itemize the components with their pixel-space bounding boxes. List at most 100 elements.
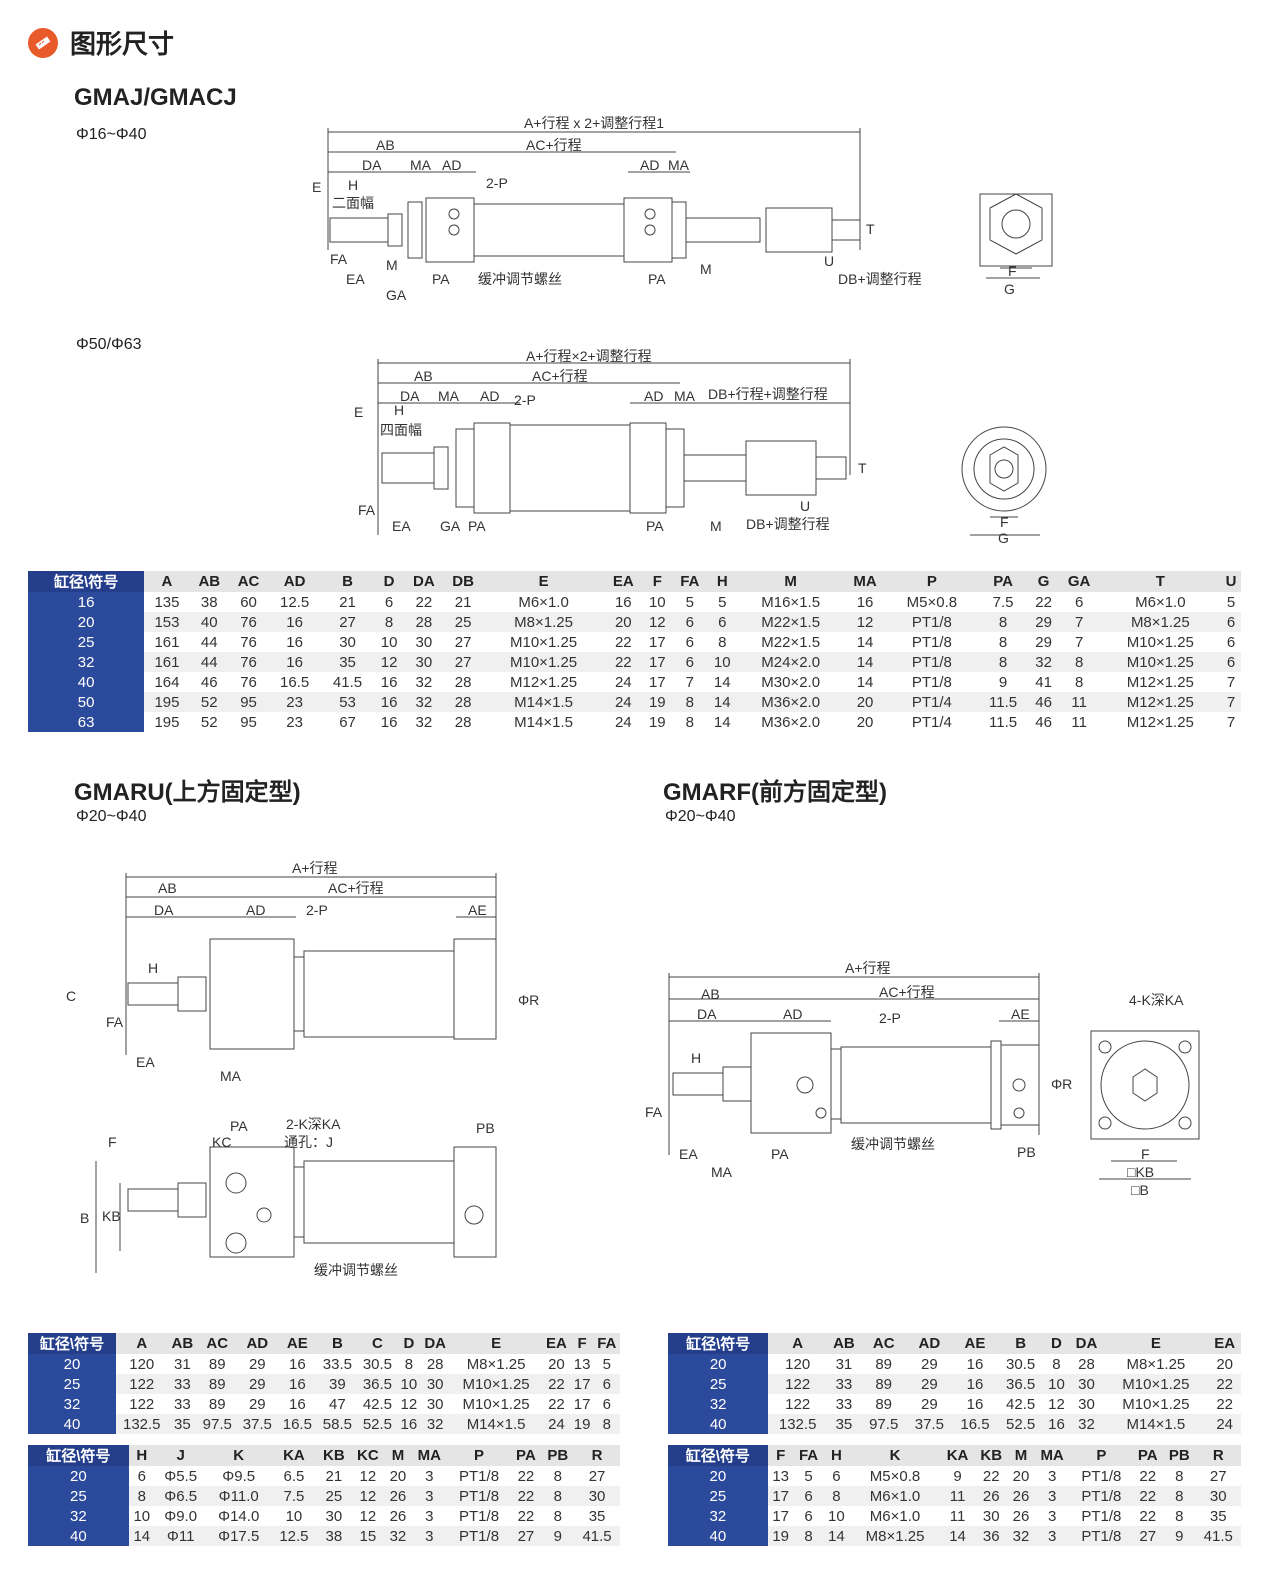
table-cell: M6×1.0	[1099, 592, 1222, 612]
table-cell: 46	[1028, 692, 1059, 712]
table-cell: 32	[404, 672, 444, 692]
table-cell: 9	[977, 672, 1029, 692]
table-cell: 23	[268, 692, 322, 712]
table-cell: 3	[1033, 1486, 1071, 1506]
table-cell: 20	[1008, 1466, 1034, 1486]
table-cell: Φ17.5	[206, 1526, 272, 1546]
bore-size-cell: 40	[668, 1414, 769, 1434]
table-cell: 32	[1008, 1526, 1034, 1546]
label-kb-3: KB	[102, 1208, 121, 1224]
table-cell: 161	[144, 652, 190, 672]
label-ad-2r: AD	[644, 388, 663, 404]
table-cell: 32	[404, 712, 444, 732]
table-cell: 10	[642, 592, 673, 612]
table-cell: 31	[827, 1354, 861, 1374]
table-cell: 35	[574, 1506, 620, 1526]
bore-size-cell: 63	[28, 712, 145, 732]
table-column-header: M	[384, 1445, 412, 1466]
table-cell: 12.5	[268, 592, 322, 612]
label-c-3: C	[66, 988, 76, 1004]
drawing-gmaj-large: A+行程×2+调整行程 AC+行程 AB DA MA AD 2-P AD MA …	[354, 348, 1047, 545]
table-cell: PT1/8	[447, 1526, 511, 1546]
table-cell: 16	[277, 1394, 318, 1414]
table-cell: 36.5	[357, 1374, 398, 1394]
table-cell: PT1/8	[447, 1486, 511, 1506]
table-cell: 30	[404, 632, 444, 652]
table-cell: PT1/8	[447, 1506, 511, 1526]
bore-size-cell: 20	[28, 1354, 117, 1374]
table-cell: 32	[404, 692, 444, 712]
table-cell: 89	[860, 1394, 907, 1414]
table-cell: Φ5.5	[154, 1466, 207, 1486]
table-cell: 12	[350, 1506, 385, 1526]
table-cell: 22	[510, 1486, 542, 1506]
label-2p-4: 2-P	[879, 1010, 901, 1026]
table-cell: 30	[321, 632, 374, 652]
table-cell: 24	[604, 692, 643, 712]
table-column-header: H	[823, 1445, 850, 1466]
table-column-header: AD	[906, 1333, 953, 1354]
bore-size-cell: 40	[28, 672, 145, 692]
table-cell: 10	[397, 1374, 421, 1394]
label-ma-4: MA	[711, 1164, 733, 1180]
bore-range-gmarf: Φ20~Φ40	[665, 808, 736, 825]
table-cell: 20	[604, 612, 643, 632]
table-cell: 16	[604, 592, 643, 612]
table-column-header: A	[144, 571, 190, 592]
table-cell: 16	[952, 1374, 998, 1394]
table-cell: M10×1.25	[1103, 1394, 1209, 1414]
table-column-header: C	[357, 1333, 398, 1354]
table-cell: M8×1.25	[849, 1526, 941, 1546]
table-column-header: AC	[860, 1333, 907, 1354]
table-cell: 28	[443, 712, 483, 732]
table-cell: 17	[570, 1374, 594, 1394]
bore-size-cell: 32	[668, 1506, 768, 1526]
table-cell: M6×1.0	[849, 1486, 941, 1506]
table-column-header: AC	[228, 571, 269, 592]
table-cell: M10×1.25	[482, 632, 605, 652]
table-column-header: P	[1070, 1445, 1133, 1466]
table-cell: Φ9.5	[206, 1466, 272, 1486]
model-title-gmaru: GMARU(上方固定型)	[74, 779, 301, 806]
table-cell: PT1/4	[886, 692, 978, 712]
table-cell: 16	[952, 1354, 998, 1374]
table-cell: 3	[1033, 1506, 1071, 1526]
table-column-header: M	[1008, 1445, 1034, 1466]
label-ma-2: MA	[438, 388, 460, 404]
label-pb-4: PB	[1017, 1144, 1036, 1160]
table-cell: Φ11	[154, 1526, 207, 1546]
table-cell: M5×0.8	[849, 1466, 941, 1486]
table-cell: 6	[707, 612, 738, 632]
table-cell: 8	[541, 1486, 575, 1506]
label-u: U	[824, 253, 834, 269]
table-cell: 3	[411, 1506, 448, 1526]
label-2p-2: 2-P	[514, 392, 536, 408]
table-cell: 26	[384, 1486, 412, 1506]
table-cell: 20	[843, 712, 887, 732]
table-cell: 17	[570, 1394, 594, 1414]
table-cell: 3	[411, 1466, 448, 1486]
table-cell: 14	[128, 1526, 155, 1546]
table-column-header: E	[1103, 1333, 1209, 1354]
table-cell: M36×2.0	[737, 712, 844, 732]
table-cell: 6	[373, 592, 405, 612]
label-2p-3: 2-P	[306, 902, 328, 918]
table-cell: M22×1.5	[737, 612, 844, 632]
table-cell: 24	[604, 712, 643, 732]
label-cushion-4: 缓冲调节螺丝	[851, 1136, 935, 1152]
bore-size-cell: 40	[668, 1526, 768, 1546]
table-column-header: KC	[350, 1445, 385, 1466]
table-cell: 28	[443, 692, 483, 712]
bore-size-cell: 50	[28, 692, 145, 712]
table-cell: 20	[384, 1466, 412, 1486]
label-h-2: H	[394, 402, 404, 418]
label-ab-4: AB	[701, 986, 720, 1002]
bore-size-cell: 32	[28, 1394, 117, 1414]
table-cell: 33.5	[317, 1354, 358, 1374]
